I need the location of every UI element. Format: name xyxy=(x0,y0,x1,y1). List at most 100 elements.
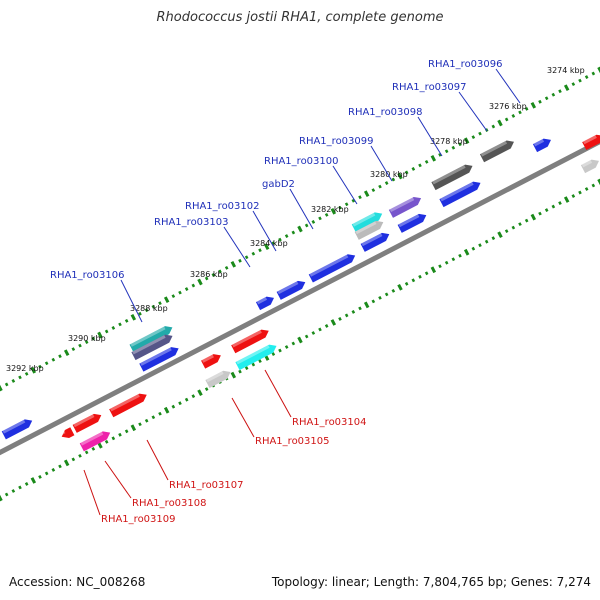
minor-tick xyxy=(158,301,162,306)
minor-tick xyxy=(4,382,9,387)
gene-arrow[interactable] xyxy=(205,368,232,388)
major-tick xyxy=(0,494,3,502)
major-tick xyxy=(297,225,303,233)
gene-arrow[interactable] xyxy=(439,179,482,208)
gene-label-ro03102[interactable]: RHA1_ro03102 xyxy=(185,201,260,212)
minor-tick xyxy=(71,347,76,352)
kbp-scale: 3274 kbp 3276 kbp 3278 kbp 3280 kbp 3282… xyxy=(6,66,585,373)
gene-arrow[interactable] xyxy=(109,391,149,418)
gene-label-ro03106[interactable]: RHA1_ro03106 xyxy=(50,270,125,281)
minor-tick xyxy=(51,468,56,472)
minor-tick xyxy=(184,397,189,402)
gene-arrow[interactable] xyxy=(582,132,600,151)
minor-tick xyxy=(11,489,16,493)
major-tick xyxy=(497,119,503,127)
minor-tick xyxy=(358,306,362,311)
minor-tick xyxy=(344,202,349,207)
gene-arrow[interactable] xyxy=(431,162,474,191)
label-leader-lines xyxy=(83,68,521,516)
gene-label-ro03099[interactable]: RHA1_ro03099 xyxy=(299,136,374,147)
minor-tick xyxy=(544,208,549,212)
gene-arrow[interactable] xyxy=(479,138,516,163)
minor-tick xyxy=(578,78,582,83)
major-tick xyxy=(397,172,403,180)
gene-label-ro03107[interactable]: RHA1_ro03107 xyxy=(169,480,244,491)
minor-tick xyxy=(118,432,122,437)
genome-backbone xyxy=(0,138,600,456)
major-tick xyxy=(463,248,470,256)
minor-tick xyxy=(51,357,56,362)
minor-tick xyxy=(78,453,82,458)
gene-arrow[interactable] xyxy=(79,429,113,452)
gene-arrow[interactable] xyxy=(60,427,75,441)
gene-arrow[interactable] xyxy=(255,294,276,311)
genome-summary-text: Topology: linear; Length: 7,804,765 bp; … xyxy=(271,575,591,589)
gene-arrow[interactable] xyxy=(532,136,553,153)
minor-tick xyxy=(278,348,282,353)
minor-tick xyxy=(224,265,229,270)
kbp-label: 3274 kbp xyxy=(547,66,585,75)
minor-tick xyxy=(211,273,216,277)
gene-label-gabD2[interactable]: gabD2 xyxy=(262,179,295,190)
major-tick xyxy=(163,406,170,414)
gene-label-ro03105[interactable]: RHA1_ro03105 xyxy=(255,436,330,447)
minor-tick xyxy=(204,276,209,281)
gene-arrow[interactable] xyxy=(354,218,386,240)
gene-arrow[interactable] xyxy=(276,278,308,300)
minor-tick xyxy=(351,310,356,314)
gene-arrow[interactable] xyxy=(235,342,278,371)
minor-tick xyxy=(171,294,176,299)
gene-label-ro03108[interactable]: RHA1_ro03108 xyxy=(132,498,207,509)
minor-tick xyxy=(291,341,296,346)
major-tick xyxy=(263,243,270,251)
minor-tick xyxy=(184,287,189,291)
minor-tick xyxy=(338,317,342,321)
minor-tick xyxy=(471,246,476,251)
gene-arrow[interactable] xyxy=(131,332,174,361)
gene-arrow[interactable] xyxy=(580,157,600,174)
gene-arrow[interactable] xyxy=(397,211,429,233)
gene-label-ro03104[interactable]: RHA1_ro03104 xyxy=(292,417,367,428)
gene-arrow[interactable] xyxy=(231,327,271,354)
gene-arrow[interactable] xyxy=(1,417,35,440)
minor-tick xyxy=(378,184,382,189)
gene-label-ro03109[interactable]: RHA1_ro03109 xyxy=(101,514,176,525)
minor-tick xyxy=(458,253,462,258)
gene-label-ro03097[interactable]: RHA1_ro03097 xyxy=(392,82,467,93)
minor-tick xyxy=(538,99,542,104)
major-tick xyxy=(597,66,600,74)
major-tick xyxy=(130,313,137,321)
minor-tick xyxy=(151,304,156,309)
minor-tick xyxy=(338,205,342,210)
minor-tick xyxy=(284,345,289,349)
gene-arrow[interactable] xyxy=(351,210,385,233)
minor-tick xyxy=(138,311,142,316)
minor-tick xyxy=(438,264,442,269)
minor-tick xyxy=(318,327,322,332)
minor-tick xyxy=(418,163,422,168)
accession-text: Accession: NC_008268 xyxy=(9,575,146,589)
minor-tick xyxy=(311,331,316,335)
major-tick xyxy=(63,349,70,357)
major-tick xyxy=(97,331,103,339)
gene-label-ro03098[interactable]: RHA1_ro03098 xyxy=(348,107,423,118)
gene-arrow[interactable] xyxy=(360,230,392,252)
minor-tick xyxy=(411,167,416,171)
gene-arrow[interactable] xyxy=(139,344,180,372)
bottom-gene-labels: RHA1_ro03104 RHA1_ro03105 RHA1_ro03107 R… xyxy=(101,417,367,525)
gene-arrow[interactable] xyxy=(201,351,223,369)
minor-tick xyxy=(444,260,449,265)
minor-tick xyxy=(591,183,596,188)
minor-tick xyxy=(371,188,376,193)
gene-arrow[interactable] xyxy=(308,252,358,283)
gene-label-ro03100[interactable]: RHA1_ro03100 xyxy=(264,156,339,167)
minor-tick xyxy=(278,237,282,242)
minor-tick xyxy=(18,485,22,490)
gene-label-ro03103[interactable]: RHA1_ro03103 xyxy=(154,217,229,228)
gene-label-ro03096[interactable]: RHA1_ro03096 xyxy=(428,59,503,70)
gene-arrow[interactable] xyxy=(129,323,175,353)
gene-arrow[interactable] xyxy=(72,411,104,433)
gene-arrow[interactable] xyxy=(388,194,423,218)
minor-tick xyxy=(444,149,449,154)
